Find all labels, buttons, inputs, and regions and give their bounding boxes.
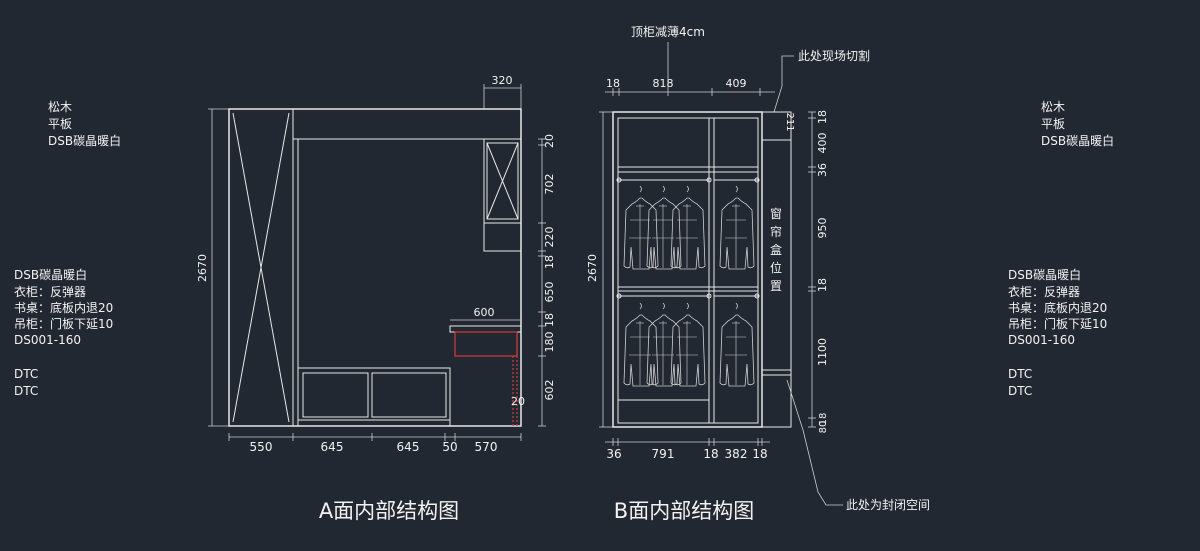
spec-right-4: 吊柜：门板下延10 <box>1008 316 1107 331</box>
spec-list-right: DSB碳晶暖白 衣柜：反弹器 书桌：底板内退20 吊柜：门板下延10 DS001… <box>1008 267 1107 398</box>
note-curtain-box: 窗 帘 盒 位 置 <box>770 207 782 293</box>
title-a: A面内部结构图 <box>319 499 459 523</box>
a-dim-r4: 650 <box>543 282 556 303</box>
b-dim-height: 2670 <box>586 254 599 282</box>
note-cut-on-site: 此处现场切割 <box>798 48 870 63</box>
b-dim-r4: 18 <box>816 278 829 292</box>
b-dim-r5: 1100 <box>816 338 829 366</box>
a-dim-b3: 50 <box>442 440 457 454</box>
note-closed-space: 此处为封闭空间 <box>846 498 930 512</box>
a-top-cabinet <box>292 108 522 140</box>
a-dim-height: 2670 <box>196 254 209 282</box>
curtain-char-1: 窗 <box>770 207 782 221</box>
a-dim-b2: 645 <box>397 440 420 454</box>
a-dim-r2: 220 <box>543 227 556 248</box>
spec-right-7: DTC <box>1008 367 1032 381</box>
b-dim-t0: 18 <box>606 77 620 90</box>
b-dim-b2: 18 <box>703 447 718 461</box>
spec-left-2: 衣柜：反弹器 <box>14 284 86 299</box>
b-dim-r2: 36 <box>816 163 829 177</box>
a-dim-red-gap: 20 <box>511 395 525 408</box>
spec-left-4: 吊柜：门板下延10 <box>14 316 113 331</box>
material-right-1: 松木 <box>1041 100 1065 114</box>
material-left-2: 平板 <box>48 117 72 131</box>
b-dim-r6: 18 <box>818 413 829 426</box>
elevation-a: 320 2670 600 20 702 220 18 650 18 180 60… <box>196 74 556 523</box>
a-dim-r6: 180 <box>543 332 556 353</box>
a-dim-b1: 645 <box>321 440 344 454</box>
a-dim-r0: 20 <box>543 134 556 148</box>
a-dim-b0: 550 <box>250 440 273 454</box>
a-dim-r1: 702 <box>543 174 556 195</box>
b-dim-b4: 18 <box>752 447 767 461</box>
b-dim-side: 211 <box>784 112 795 131</box>
spec-right-8: DTC <box>1008 384 1032 398</box>
b-dim-r3: 950 <box>816 218 829 239</box>
b-dim-r1: 400 <box>816 133 829 154</box>
spec-right-3: 书桌：底板内退20 <box>1008 300 1107 315</box>
b-outer-frame <box>612 111 763 428</box>
material-left-1: 松木 <box>48 100 72 114</box>
b-dim-t2: 409 <box>726 77 747 90</box>
a-desk-top <box>449 325 522 333</box>
a-dim-r5: 18 <box>543 313 556 327</box>
curtain-char-3: 盒 <box>770 242 782 257</box>
spec-list-left: DSB碳晶暖白 衣柜：反弹器 书桌：底板内退20 吊柜：门板下延10 DS001… <box>14 267 113 398</box>
a-desk-drawer <box>454 331 518 357</box>
a-dim-desk: 600 <box>474 306 495 319</box>
clothes-upper <box>623 185 755 270</box>
b-dim-b3: 382 <box>725 447 748 461</box>
b-dim-r7: 80 <box>818 421 829 434</box>
title-b: B面内部结构图 <box>614 499 754 523</box>
curtain-char-2: 帘 <box>770 224 782 239</box>
material-right-3: DSB碳晶暖白 <box>1041 133 1114 148</box>
spec-right-5: DS001-160 <box>1008 333 1075 347</box>
material-list-right: 松木 平板 DSB碳晶暖白 <box>1041 100 1114 148</box>
material-right-2: 平板 <box>1041 117 1065 131</box>
curtain-char-5: 置 <box>770 279 782 293</box>
material-list-left: 松木 平板 DSB碳晶暖白 <box>48 100 121 148</box>
spec-left-1: DSB碳晶暖白 <box>14 267 87 282</box>
spec-right-1: DSB碳晶暖白 <box>1008 267 1081 282</box>
elevation-b: 顶柜减薄4cm 此处现场切割 18 818 409 <box>586 24 930 523</box>
note-top-cabinet: 顶柜减薄4cm <box>631 24 705 39</box>
b-dim-b1: 791 <box>652 447 675 461</box>
b-dim-r0: 18 <box>816 110 829 124</box>
a-dim-r3: 18 <box>543 255 556 269</box>
spec-left-7: DTC <box>14 367 38 381</box>
a-dim-top: 320 <box>492 74 513 87</box>
spec-right-2: 衣柜：反弹器 <box>1008 284 1080 299</box>
clothes-lower <box>623 302 755 387</box>
curtain-char-4: 位 <box>770 260 782 275</box>
spec-left-8: DTC <box>14 384 38 398</box>
a-low-cabinet <box>297 367 451 427</box>
b-dim-b0: 36 <box>606 447 621 461</box>
a-dim-b4: 570 <box>475 440 498 454</box>
b-dim-t1: 818 <box>653 77 674 90</box>
spec-left-5: DS001-160 <box>14 333 81 347</box>
a-dim-r7: 602 <box>543 380 556 401</box>
material-left-3: DSB碳晶暖白 <box>48 133 121 148</box>
spec-left-3: 书桌：底板内退20 <box>14 300 113 315</box>
a-outer-frame <box>228 108 522 427</box>
a-wardrobe <box>228 108 294 427</box>
